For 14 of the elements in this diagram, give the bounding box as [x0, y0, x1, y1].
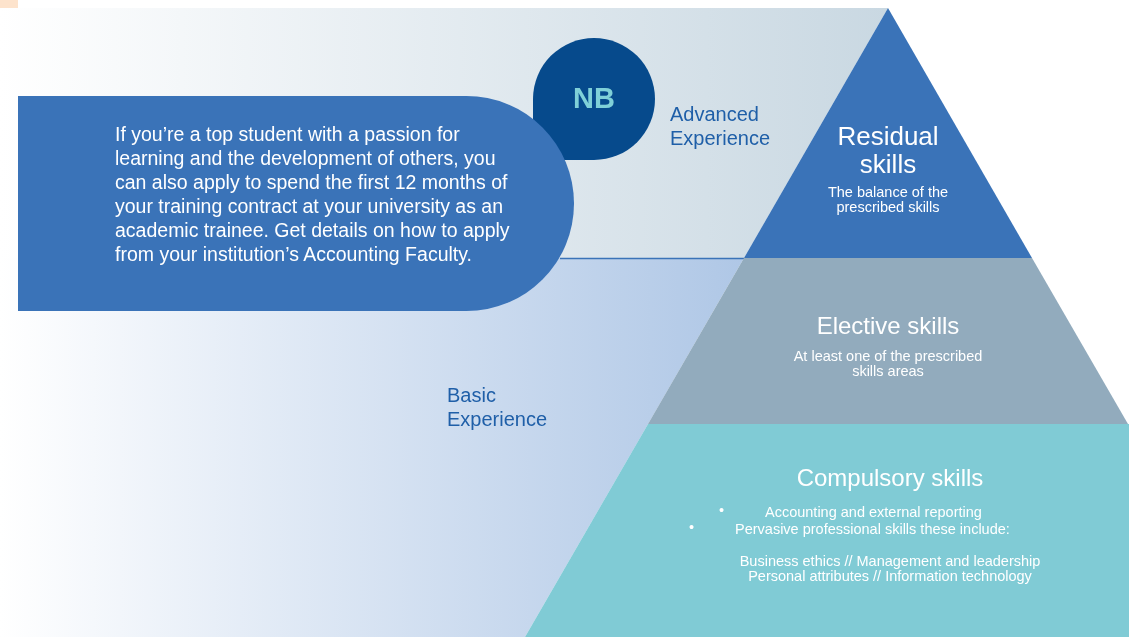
tier-description: At least one of the prescribed skills areas [792, 349, 984, 378]
bubble-label: NB [572, 81, 616, 116]
bullet-item: Accounting and external reporting [765, 504, 983, 522]
skills-list-text: Business ethics // Management and leadership Personal attributes // Information technology [738, 554, 1042, 585]
tier-heading: Elective skills [815, 312, 961, 341]
tier-heading: Residual skills [836, 122, 940, 179]
bullet-item: Pervasive professional skills these include: [735, 521, 1011, 539]
callout-text: If you’re a top student with a passion for learning and the development of others, you can also apply to spend the first 12 months of your training contract at your university as an academic trainee. Get details on how to apply from your institution’s Accounting Faculty. [115, 123, 511, 267]
band-label: Basic Experience [447, 383, 549, 431]
bullet-marker: • [719, 502, 726, 520]
band-label: Advanced Experience [670, 102, 772, 150]
bullet-marker: • [689, 519, 696, 537]
tier-heading: Compulsory skills [795, 464, 985, 493]
tier-description: The balance of the prescribed skills [826, 185, 950, 214]
